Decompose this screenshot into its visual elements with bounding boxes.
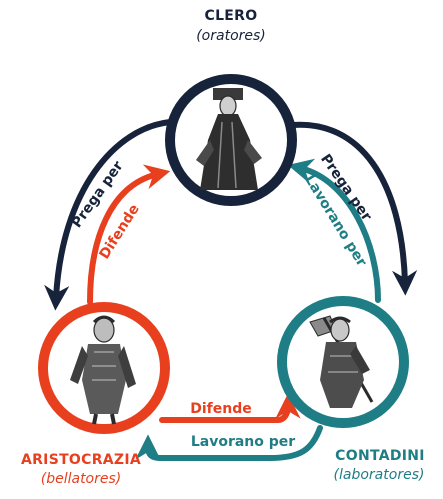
- contadini-subtitle: (laboratores): [316, 467, 442, 484]
- aristocrazia-title: ARISTOCRAZIA: [6, 452, 156, 469]
- clero-subtitle: (oratores): [166, 28, 296, 45]
- node-aristocrazia: [43, 307, 165, 429]
- label-contadini-to-aristocrazia: Lavorano per: [191, 434, 295, 450]
- node-clero: [170, 79, 292, 201]
- aristocrazia-subtitle: (bellatores): [6, 471, 156, 488]
- contadini-title: CONTADINI: [320, 448, 440, 465]
- clero-title: CLERO: [171, 8, 291, 25]
- node-contadini: [282, 301, 404, 423]
- label-aristocrazia-to-contadini: Difende: [190, 401, 252, 417]
